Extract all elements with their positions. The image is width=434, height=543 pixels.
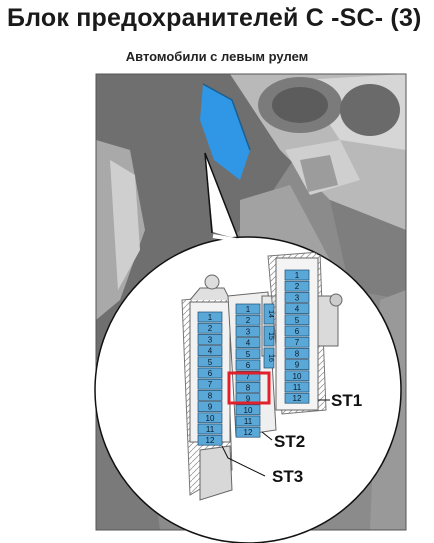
fuse-number: 4: [208, 347, 213, 356]
fuse-number: 2: [295, 282, 300, 291]
st1-label: ST1: [331, 391, 362, 410]
fuse-number: 5: [295, 316, 300, 325]
fuse-number: 8: [246, 383, 251, 392]
side-fuse-number: 15: [267, 332, 274, 340]
fuse-slot: [284, 314, 310, 326]
page-subtitle: Автомобили с левым рулем: [125, 49, 309, 64]
highlight-box: [227, 371, 271, 405]
fuse-slot: [197, 423, 223, 435]
side-fuse-slot: [263, 303, 275, 325]
fuse-slot: [284, 348, 310, 359]
fuse-slot: [235, 303, 261, 315]
fuse-number: 11: [293, 383, 302, 392]
fuse-number: 7: [246, 372, 251, 381]
side-fuse-slot: [263, 347, 275, 369]
fuse-number: 8: [208, 391, 213, 400]
fuse-number: 6: [246, 361, 251, 370]
fuse-slot: [197, 378, 223, 390]
fuse-slot: [235, 348, 261, 360]
side-fuse-number: 14: [267, 310, 274, 318]
fuse-number: 1: [246, 305, 251, 314]
fuse-number: 3: [246, 327, 251, 336]
fuse-number: 1: [295, 271, 300, 280]
fuse-slot: [284, 303, 310, 314]
st2-side-fuses: 14 15 16: [263, 303, 275, 369]
fuse-slot: [284, 370, 310, 382]
fuse-slot: [197, 367, 223, 379]
fuse-number: 10: [293, 372, 302, 381]
fuse-slot: [235, 326, 261, 337]
fuse-number: 9: [246, 395, 251, 404]
fuse-slot: [197, 434, 223, 446]
fuse-number: 3: [208, 335, 213, 344]
fuse-slot: [235, 337, 261, 348]
st3-label: ST3: [272, 467, 303, 486]
fuse-slot: [284, 280, 310, 292]
side-fuse-number: 16: [267, 354, 274, 362]
fuse-slot: [284, 325, 310, 337]
fuse-number: 1: [208, 313, 213, 322]
st2-label: ST2: [274, 432, 305, 451]
fuse-slot: [284, 359, 310, 370]
fuse-slot: [235, 370, 261, 382]
fuse-slot: [197, 345, 223, 356]
fuse-slot: [284, 269, 310, 281]
fuse-slot: [235, 415, 261, 427]
fuse-slot: [284, 381, 310, 393]
fuse-slot: [197, 311, 223, 323]
fuse-number: 9: [208, 403, 213, 412]
fuse-number: 7: [295, 338, 300, 347]
fuse-number: 4: [295, 305, 300, 314]
fuse-number: 8: [295, 349, 300, 358]
fuse-slot: [235, 314, 261, 326]
fuse-slot: [197, 390, 223, 401]
page-title: Блок предохранителей С -SC- (3): [7, 4, 422, 32]
fuse-slot: [197, 322, 223, 334]
fuse-number: 6: [295, 327, 300, 336]
fuse-number: 5: [208, 358, 213, 367]
fuse-number: 12: [206, 436, 215, 445]
fuse-number: 6: [208, 369, 213, 378]
fuse-number: 2: [208, 324, 213, 333]
fuse-number: 12: [293, 394, 302, 403]
fuse-number: 10: [244, 406, 253, 415]
fuse-number: 5: [246, 350, 251, 359]
fuse-number: 2: [246, 316, 251, 325]
fuse-slot: [235, 359, 261, 371]
fuse-number: 12: [244, 428, 253, 437]
fuse-number: 4: [246, 339, 251, 348]
fuse-number: 3: [295, 293, 300, 302]
side-fuse-slot: [263, 325, 275, 347]
fuse-slot: [197, 356, 223, 368]
fuse-slot: [235, 382, 261, 393]
fuse-number: 9: [295, 361, 300, 370]
fuse-number: 10: [206, 414, 215, 423]
fuse-number: 11: [206, 425, 215, 434]
fuse-slot: [197, 401, 223, 412]
fuse-slot: [197, 412, 223, 424]
fuse-slot: [235, 426, 261, 438]
fuse-number: 7: [208, 380, 213, 389]
fuse-number: 11: [244, 417, 253, 426]
fuse-slot: [284, 336, 310, 348]
fuse-slot: [235, 404, 261, 416]
fuse-slot: [284, 292, 310, 303]
fuse-slot: [284, 392, 310, 404]
fuse-slot: [197, 334, 223, 345]
